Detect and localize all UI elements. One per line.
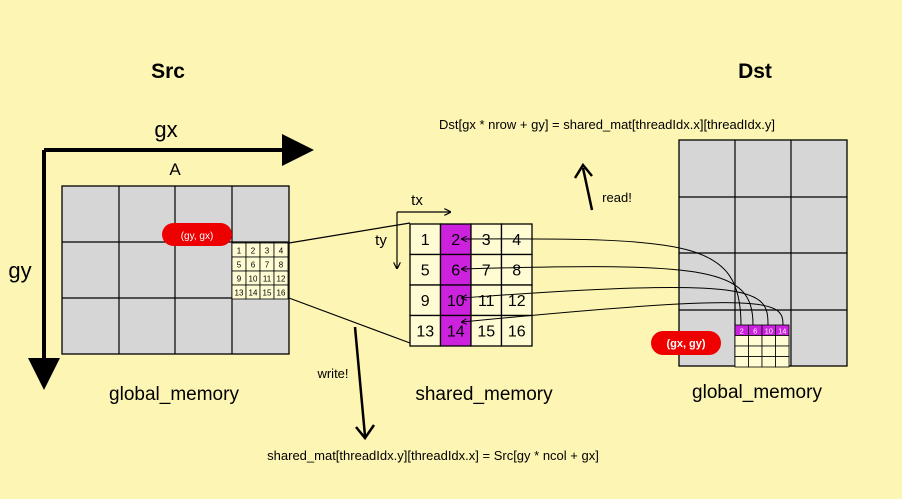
dst-tile-number: 6 [753,327,757,336]
src-tile-number: 1 [237,247,242,256]
dst-title: Dst [738,60,772,83]
src-axes [28,134,314,390]
dst-tile-number: 2 [740,327,744,336]
read-curve [462,267,754,326]
src-tile-number: 8 [279,261,284,270]
shared-cell-number: 12 [508,293,526,310]
shared-cell-number: 1 [421,232,430,249]
write-formula: shared_mat[threadIdx.y][threadIdx.x] = S… [267,448,599,463]
shared-cell-number: 4 [512,232,521,249]
shared-cell-number: 13 [416,324,434,341]
shared-cell-number: 7 [482,263,491,280]
read-curve [462,302,784,326]
shared-cell [500,314,533,347]
dst-tile-badge: (gx, gy) [651,331,721,355]
src-tile-cell [273,284,289,300]
matrix-a-label: A [169,160,181,179]
dst-tile-cell [775,345,790,357]
src-tile-number: 6 [251,261,256,270]
dst-tile-cell [748,356,763,368]
read-label: read! [602,190,632,205]
src-tile-number: 4 [279,247,284,256]
gy-axis-label: gy [8,258,31,283]
read-curve [462,286,769,326]
read-curve [462,239,742,326]
shared-cell-number: 6 [451,263,460,280]
dst-tile-cell [775,356,790,368]
src-tile-badge: (gy, gx) [162,223,232,246]
shared-cell [409,253,442,286]
shared-cell-number: 5 [421,263,430,280]
src-tile-number: 13 [235,289,244,298]
src-caption: global_memory [109,384,239,405]
dst-tile-cell [734,345,749,357]
src-tile-badge-text: (gy, gx) [181,231,214,242]
shared-cell-number: 11 [478,293,495,310]
read-formula: Dst[gx * nrow + gy] = shared_mat[threadI… [439,117,775,132]
ty-label: ty [375,232,387,249]
src-tile-number: 3 [265,247,270,256]
shared-cell-number: 14 [447,324,465,341]
shared-cell [500,284,533,317]
src-tile-number: 16 [277,289,286,298]
gx-axis-label: gx [154,117,177,142]
read-arrowhead [573,162,593,179]
src-tile-number: 2 [251,247,256,256]
src-tile-number: 10 [249,275,258,284]
src-tile-number: 7 [265,261,270,270]
dst-tile-cell [748,345,763,357]
shared-cell-number: 8 [512,263,521,280]
dst-tile-number: 10 [765,327,773,336]
shared-cell-number: 9 [421,293,430,310]
shared-cell-number: 15 [477,324,495,341]
dst-tile-number: 14 [778,327,786,336]
dst-tile-cell [761,356,776,368]
src-tile-number: 5 [237,261,242,270]
src-tile-number: 14 [249,289,258,298]
src-title: Src [151,60,185,83]
src-tile-number: 9 [237,275,242,284]
shared-caption: shared_memory [415,384,553,405]
dst-caption: global_memory [692,382,822,403]
dst-tile-badge-text: (gx, gy) [666,338,705,350]
write-arrowhead [355,424,376,441]
shared-cell-number: 16 [508,324,526,341]
dst-tile-cell [748,335,763,347]
projection-line-bottom [288,297,411,344]
read-arrow [581,167,594,211]
src-tile-number: 15 [263,289,272,298]
write-label: write! [316,366,348,381]
tx-label: tx [411,192,423,209]
dst-tile-cell [761,345,776,357]
shared-cell-number: 3 [482,232,491,249]
dst-tile-cell [734,356,749,368]
src-tile-number: 11 [263,275,272,284]
shared-cell [500,253,533,286]
dst-tile-cell [734,335,749,347]
src-tile-number: 12 [277,275,286,284]
read-curves [462,239,784,326]
projection-line-top [288,222,411,244]
write-arrow [353,326,367,437]
shared-cell-number: 2 [451,232,460,249]
dst-tile-cell [761,335,776,347]
dst-tile-cell [775,335,790,347]
shared-cell-number: 10 [447,293,465,310]
